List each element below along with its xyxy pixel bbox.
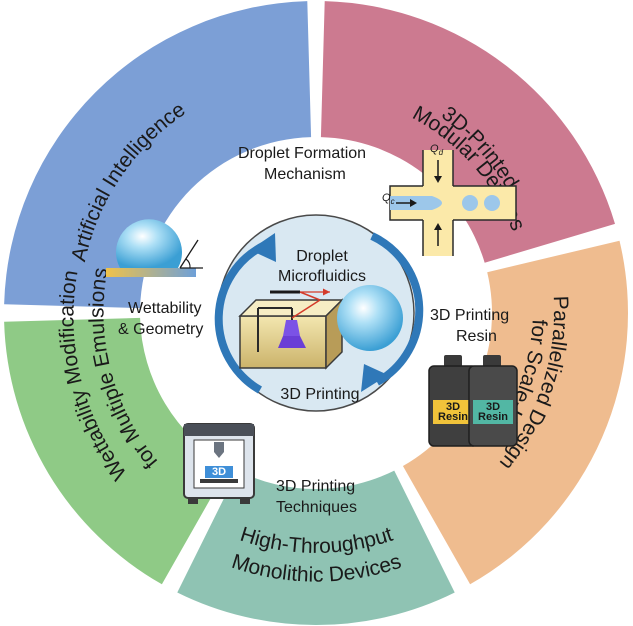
bottle2-label-line1: 3D	[486, 401, 500, 413]
ring-segment-modular	[320, 1, 615, 263]
ring-segment-wettability	[4, 317, 230, 585]
label-resin-line1: 3D Printing	[430, 307, 509, 324]
left-cycle-arrow	[214, 241, 267, 394]
bottle2-label-line2: Resin	[478, 411, 508, 423]
label-droplet-formation-line2: Mechanism	[264, 166, 346, 183]
bottle1-label-line2: Resin	[438, 411, 468, 423]
cross-junction-icon: Qd Qc	[382, 143, 517, 256]
label-droplet-formation-line1: Droplet Formation	[238, 145, 366, 162]
left-arrowhead	[250, 233, 276, 262]
label-wettability-line2: & Geometry	[118, 321, 203, 338]
ring-segment-ai	[4, 1, 312, 309]
center-label-bottom: 3D Printing	[280, 386, 359, 403]
right-cycle-arrow	[370, 232, 424, 386]
qc-label: Qc	[382, 192, 395, 206]
resin-bottles-icon: 3D Resin 3D Resin	[428, 355, 518, 447]
droplet-icon	[337, 285, 403, 351]
bottle1-label-line1: 3D	[446, 401, 460, 413]
label-wettability-line1: Wettability	[128, 300, 202, 317]
contact-angle-icon	[106, 219, 203, 277]
ring-segment-monolithic	[177, 470, 455, 625]
center-label-top-line2: Microfluidics	[278, 268, 366, 285]
label-techniques-line2: Techniques	[276, 499, 357, 516]
right-arrowhead	[361, 364, 388, 392]
printing-cube-icon	[238, 288, 344, 370]
label-resin-line2: Resin	[456, 328, 497, 345]
center-label-top-line1: Droplet	[296, 248, 348, 265]
qd-label: Qd	[430, 143, 444, 157]
label-techniques-line1: 3D Printing	[276, 478, 355, 495]
printer-label: 3D	[212, 466, 226, 478]
3d-printer-icon: 3D	[183, 423, 255, 504]
cycle-arrows	[214, 232, 424, 394]
